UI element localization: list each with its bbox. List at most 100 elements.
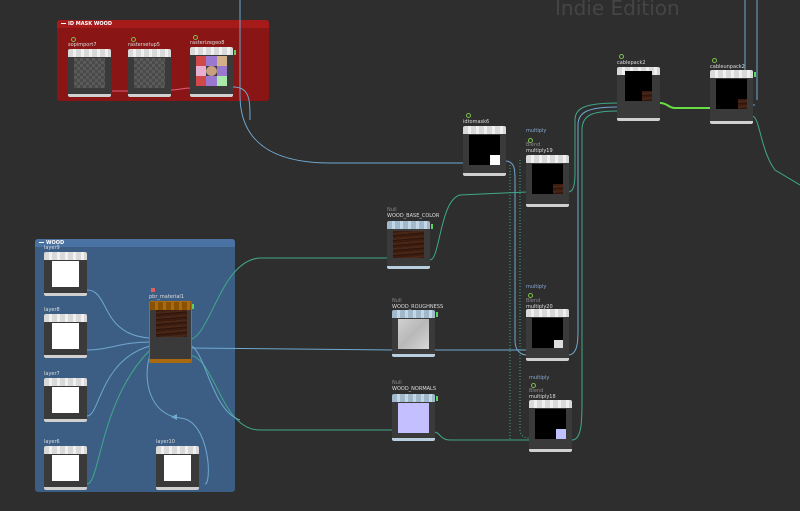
node-thumbnail xyxy=(532,164,563,194)
wire xyxy=(751,115,800,186)
node-category: Null xyxy=(387,207,397,213)
wire xyxy=(86,349,151,485)
node-body[interactable] xyxy=(392,394,435,441)
wire xyxy=(146,354,209,485)
node-body[interactable] xyxy=(128,49,171,97)
node-name: cablepack2 xyxy=(617,60,646,66)
flag-icon[interactable] xyxy=(619,54,624,59)
flag-icon[interactable] xyxy=(71,37,76,42)
node-footer-bar xyxy=(156,487,199,490)
node-category: Blend xyxy=(526,298,541,304)
wire xyxy=(187,347,393,351)
node-body[interactable] xyxy=(156,446,199,490)
lock-icon[interactable] xyxy=(151,288,155,292)
node-name: WOOD_NORMALS xyxy=(392,386,437,392)
flag-icon[interactable] xyxy=(131,37,136,42)
node-thumbnail xyxy=(52,455,79,481)
node-name: idtomask6 xyxy=(463,119,490,125)
node-header-bar xyxy=(44,378,87,386)
node-body[interactable] xyxy=(387,221,430,269)
node-category: Null xyxy=(392,380,402,386)
node-body[interactable] xyxy=(190,47,233,97)
node-body[interactable] xyxy=(44,314,87,358)
node-body[interactable] xyxy=(44,252,87,296)
node-thumbnail xyxy=(196,56,227,86)
node-name: multiply19 xyxy=(526,148,553,154)
node-name: WOOD_ROUGHNESS xyxy=(392,304,444,310)
wire xyxy=(504,160,528,356)
flag-icon[interactable] xyxy=(531,383,536,388)
flag-icon[interactable] xyxy=(466,113,471,118)
node-thumbnail xyxy=(393,231,424,258)
display-flag[interactable] xyxy=(754,72,756,77)
network-box-header[interactable]: WOOD xyxy=(35,239,235,247)
node-category: Blend xyxy=(529,388,544,394)
node-footer-bar xyxy=(526,204,569,207)
node-thumbnail xyxy=(134,58,165,88)
node-thumbnail xyxy=(532,318,563,348)
node-name: cableunpack2 xyxy=(710,64,745,70)
node-footer-bar xyxy=(529,449,572,452)
flag-icon[interactable] xyxy=(528,293,533,298)
node-body[interactable] xyxy=(44,378,87,422)
wire xyxy=(567,102,619,193)
network-box-header[interactable]: ID MASK WOOD xyxy=(57,20,269,28)
display-flag[interactable] xyxy=(234,50,236,55)
node-tag: multiply xyxy=(526,128,547,134)
node-thumbnail xyxy=(469,135,500,165)
node-header-bar xyxy=(44,252,87,260)
node-footer-bar xyxy=(128,94,171,97)
node-name: rasterizegeo8 xyxy=(190,40,225,46)
wire xyxy=(239,0,463,164)
collapse-icon[interactable] xyxy=(61,23,66,24)
display-flag[interactable] xyxy=(436,312,438,317)
node-body[interactable] xyxy=(392,310,435,357)
node-name: layer7 xyxy=(44,371,60,377)
node-header-bar xyxy=(44,314,87,322)
node-name: pbr_material1 xyxy=(149,294,184,300)
collapse-icon[interactable] xyxy=(39,242,44,243)
display-flag[interactable] xyxy=(192,304,194,309)
node-footer-bar xyxy=(68,94,111,97)
wire xyxy=(571,110,619,441)
node-name: layer10 xyxy=(156,439,175,445)
flag-icon[interactable] xyxy=(712,58,717,63)
node-footer-bar xyxy=(710,121,753,124)
network-box-title: ID MASK WOOD xyxy=(68,21,112,27)
wire xyxy=(86,341,151,351)
node-footer-bar xyxy=(387,266,430,269)
node-thumbnail xyxy=(398,403,429,433)
node-body[interactable] xyxy=(44,446,87,490)
node-name: multiply18 xyxy=(529,394,556,400)
wire xyxy=(86,289,151,339)
node-body[interactable] xyxy=(526,309,569,361)
node-name: multiply20 xyxy=(526,304,553,310)
wire xyxy=(187,257,388,341)
node-header-bar xyxy=(463,126,506,134)
node-body[interactable] xyxy=(68,49,111,97)
wire xyxy=(232,86,251,121)
node-thumbnail xyxy=(625,71,652,101)
display-flag[interactable] xyxy=(436,396,438,401)
node-body[interactable] xyxy=(526,155,569,207)
node-body[interactable] xyxy=(463,126,506,176)
node-thumbnail xyxy=(52,261,79,287)
node-header-bar xyxy=(190,47,233,55)
node-body[interactable] xyxy=(710,70,753,124)
node-name: layer6 xyxy=(44,439,60,445)
flag-icon[interactable] xyxy=(193,35,198,40)
node-header-bar xyxy=(68,49,111,57)
node-footer-bar xyxy=(44,355,87,358)
node-body[interactable] xyxy=(529,400,572,452)
wire xyxy=(187,344,241,421)
node-thumbnail xyxy=(716,79,747,109)
node-header-bar xyxy=(156,446,199,454)
node-header-bar xyxy=(392,310,435,318)
display-flag[interactable] xyxy=(431,224,433,229)
node-body[interactable] xyxy=(149,301,192,363)
flag-icon[interactable] xyxy=(528,138,533,143)
node-name: layer9 xyxy=(44,245,60,251)
node-body[interactable] xyxy=(617,67,660,121)
node-name: layer8 xyxy=(44,307,60,313)
node-header-bar xyxy=(150,302,191,310)
